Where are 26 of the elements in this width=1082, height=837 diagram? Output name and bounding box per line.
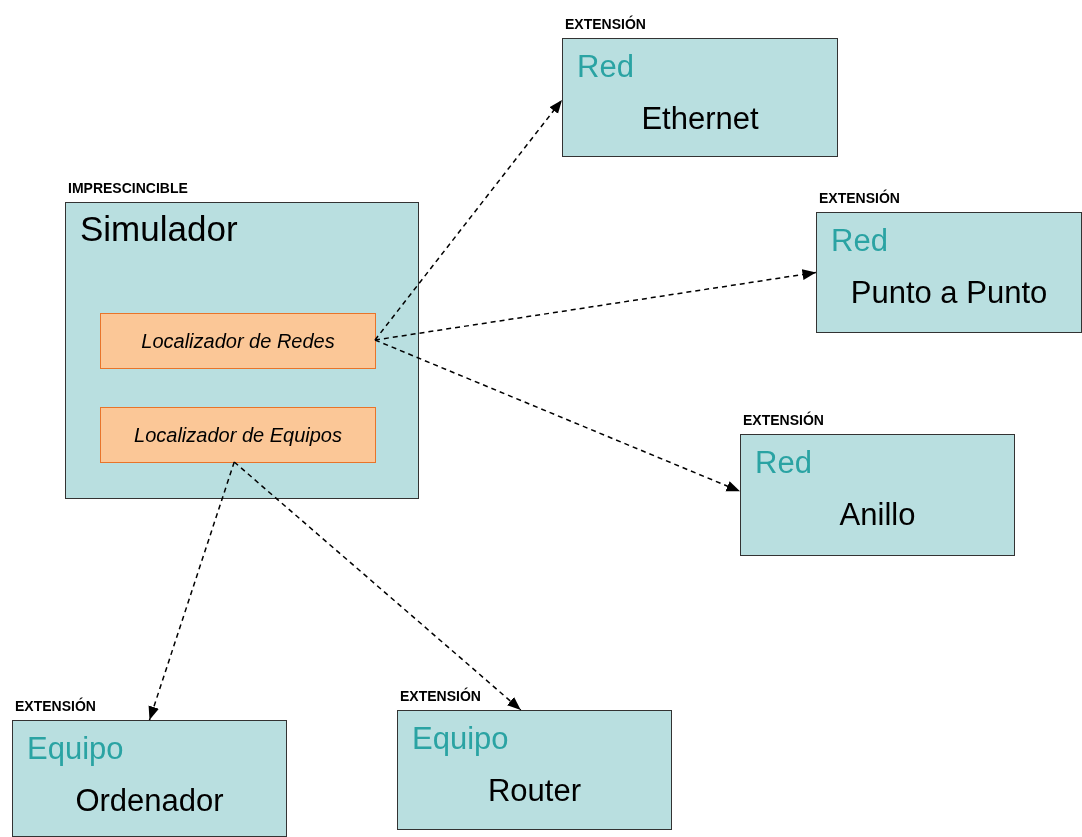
category-label: IMPRESCINCIBLE	[68, 180, 188, 196]
dashed-arrow	[148, 461, 235, 721]
component-label: Localizador de Redes	[141, 329, 335, 353]
module-name: Punto a Punto	[850, 275, 1048, 311]
type-label: Red	[831, 223, 888, 259]
category-label: EXTENSIÓN	[15, 698, 96, 714]
type-label: Red	[755, 445, 812, 481]
dashed-arrow	[374, 99, 563, 341]
type-label: Equipo	[412, 721, 509, 757]
component-box	[100, 407, 376, 463]
dashed-arrow	[374, 269, 817, 341]
dashed-arrow	[374, 339, 741, 493]
component-label: Localizador de Equipos	[134, 423, 342, 447]
category-label: EXTENSIÓN	[819, 190, 900, 206]
module-title: Simulador	[80, 209, 238, 249]
module-name: Ordenador	[75, 783, 224, 819]
category-label: EXTENSIÓN	[743, 412, 824, 428]
component-box	[100, 313, 376, 369]
module-name: Ethernet	[641, 101, 759, 137]
dashed-arrow	[233, 461, 522, 711]
type-label: Red	[577, 49, 634, 85]
category-label: EXTENSIÓN	[400, 688, 481, 704]
type-label: Equipo	[27, 731, 124, 767]
module-name: Router	[488, 773, 581, 809]
module-name: Anillo	[839, 497, 916, 533]
category-label: EXTENSIÓN	[565, 16, 646, 32]
